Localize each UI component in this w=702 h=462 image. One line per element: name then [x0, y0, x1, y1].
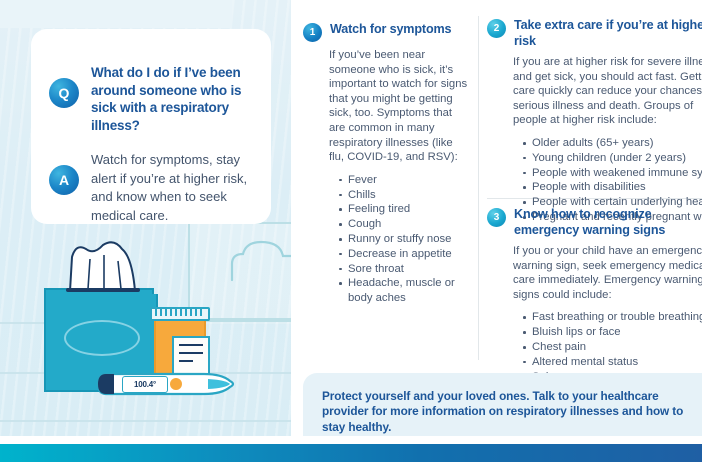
section-take-extra-care: 2 Take extra care if you’re at higher ri… — [487, 18, 702, 225]
section-watch-for-symptoms: 1 Watch for symptoms If you’ve been near… — [303, 22, 468, 306]
list-item: Bluish lips or face — [523, 325, 702, 340]
answer-badge: A — [49, 165, 79, 195]
section-2-bullets: Older adults (65+ years) Young children … — [523, 136, 702, 225]
section-1-bullets: Fever Chills Feeling tired Cough Runny o… — [339, 173, 468, 306]
window-sill — [186, 318, 291, 322]
section-2-body: If you are at higher risk for severe ill… — [513, 56, 702, 127]
footer-bar — [0, 444, 702, 462]
list-item: Fever — [339, 173, 468, 188]
section-2-header: 2 Take extra care if you’re at higher ri… — [487, 18, 702, 49]
banner-text: Protect yourself and your loved ones. Ta… — [322, 389, 684, 434]
list-item: Cough — [339, 217, 468, 232]
section-1-header: 1 Watch for symptoms — [303, 22, 468, 42]
list-item: Fast breathing or trouble breathing — [523, 310, 702, 325]
thermometer-reading: 100.4° — [122, 376, 168, 393]
section-3-header: 3 Know how to recognize emergency warnin… — [487, 207, 702, 238]
section-2-title: Take extra care if you’re at higher risk — [514, 18, 702, 48]
thermometer-button — [170, 378, 182, 390]
list-item: Sore throat — [339, 262, 468, 277]
list-item: Headache, muscle or body aches — [339, 276, 468, 306]
section-1-number: 1 — [303, 23, 322, 42]
question-text: What do I do if I’ve been around someone… — [91, 65, 242, 133]
section-1-body: If you’ve been near someone who is sick,… — [329, 49, 468, 164]
call-to-action-banner: Protect yourself and your loved ones. Ta… — [303, 373, 702, 436]
list-item: People with disabilities — [523, 180, 702, 195]
tissue-box-slot — [66, 288, 140, 292]
list-item: Young children (under 2 years) — [523, 151, 702, 166]
section-1-title: Watch for symptoms — [330, 22, 452, 36]
list-item: Chills — [339, 188, 468, 203]
list-item: Pregnant and recently pregnant women — [523, 210, 702, 225]
tissue-box-emblem — [64, 320, 140, 356]
question-badge: Q — [49, 78, 79, 108]
pill-bottle-cap-ridges — [155, 309, 205, 316]
wall-line-3 — [0, 420, 291, 422]
section-3-body: If you or your child have an emergency w… — [513, 245, 702, 301]
qa-card: Q What do I do if I’ve been around someo… — [31, 29, 271, 224]
column-divider — [478, 16, 479, 360]
section-emergency-warning-signs: 3 Know how to recognize emergency warnin… — [487, 207, 702, 384]
answer-row: A Watch for symptoms, stay alert if you’… — [49, 151, 267, 225]
panel-top-highlight — [0, 0, 232, 28]
list-item: Altered mental status — [523, 355, 702, 370]
footer-gap — [0, 436, 303, 444]
question-row: Q What do I do if I’ve been around someo… — [49, 64, 263, 134]
answer-text: Watch for symptoms, stay alert if you’re… — [91, 152, 248, 223]
section-2-number: 2 — [487, 19, 506, 38]
list-item: People with weakened immune systems — [523, 166, 702, 181]
tissue-paper-icon — [68, 241, 137, 291]
list-item: Runny or stuffy nose — [339, 232, 468, 247]
cloud-icon — [230, 240, 291, 282]
list-item: Chest pain — [523, 340, 702, 355]
list-item: People with certain underlying health co… — [523, 195, 702, 210]
section-divider — [487, 198, 702, 199]
section-3-number: 3 — [487, 208, 506, 227]
list-item: Decrease in appetite — [339, 247, 468, 262]
list-item: Feeling tired — [339, 202, 468, 217]
list-item: Older adults (65+ years) — [523, 136, 702, 151]
section-3-title: Know how to recognize emergency warning … — [514, 207, 666, 237]
